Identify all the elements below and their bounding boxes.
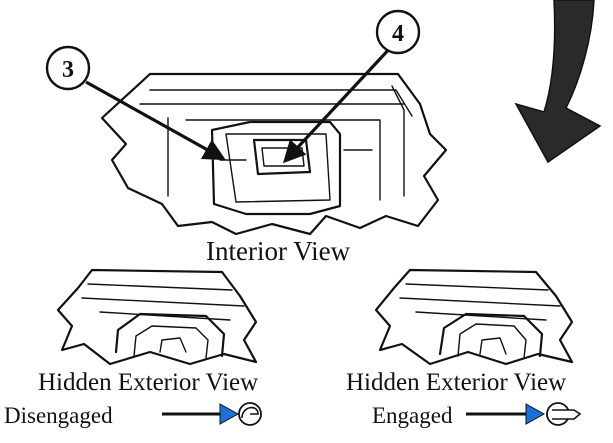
hidden-exterior-right-caption: Hidden Exterior View — [346, 369, 567, 396]
disengaged-label: Disengaged — [4, 403, 113, 428]
disengaged-indicator-arrow — [162, 403, 240, 425]
callout-4-leader — [282, 44, 394, 164]
interior-view-illustration — [100, 72, 448, 236]
lock-engaged-icon — [546, 402, 582, 426]
rotation-arrow-icon — [514, 0, 602, 164]
hidden-exterior-left-illustration — [56, 268, 258, 366]
hidden-exterior-right-illustration — [374, 268, 574, 366]
engaged-indicator-arrow — [466, 403, 546, 425]
lock-disengaged-icon — [238, 402, 262, 426]
callout-3: 3 — [45, 45, 91, 91]
interior-view-caption: Interior View — [206, 236, 351, 266]
callout-3-leader — [85, 80, 226, 161]
callout-4: 4 — [375, 9, 421, 55]
engaged-label: Engaged — [372, 403, 453, 428]
callout-3-label: 3 — [62, 57, 74, 83]
callout-4-label: 4 — [392, 21, 404, 47]
hidden-exterior-left-caption: Hidden Exterior View — [38, 369, 259, 396]
